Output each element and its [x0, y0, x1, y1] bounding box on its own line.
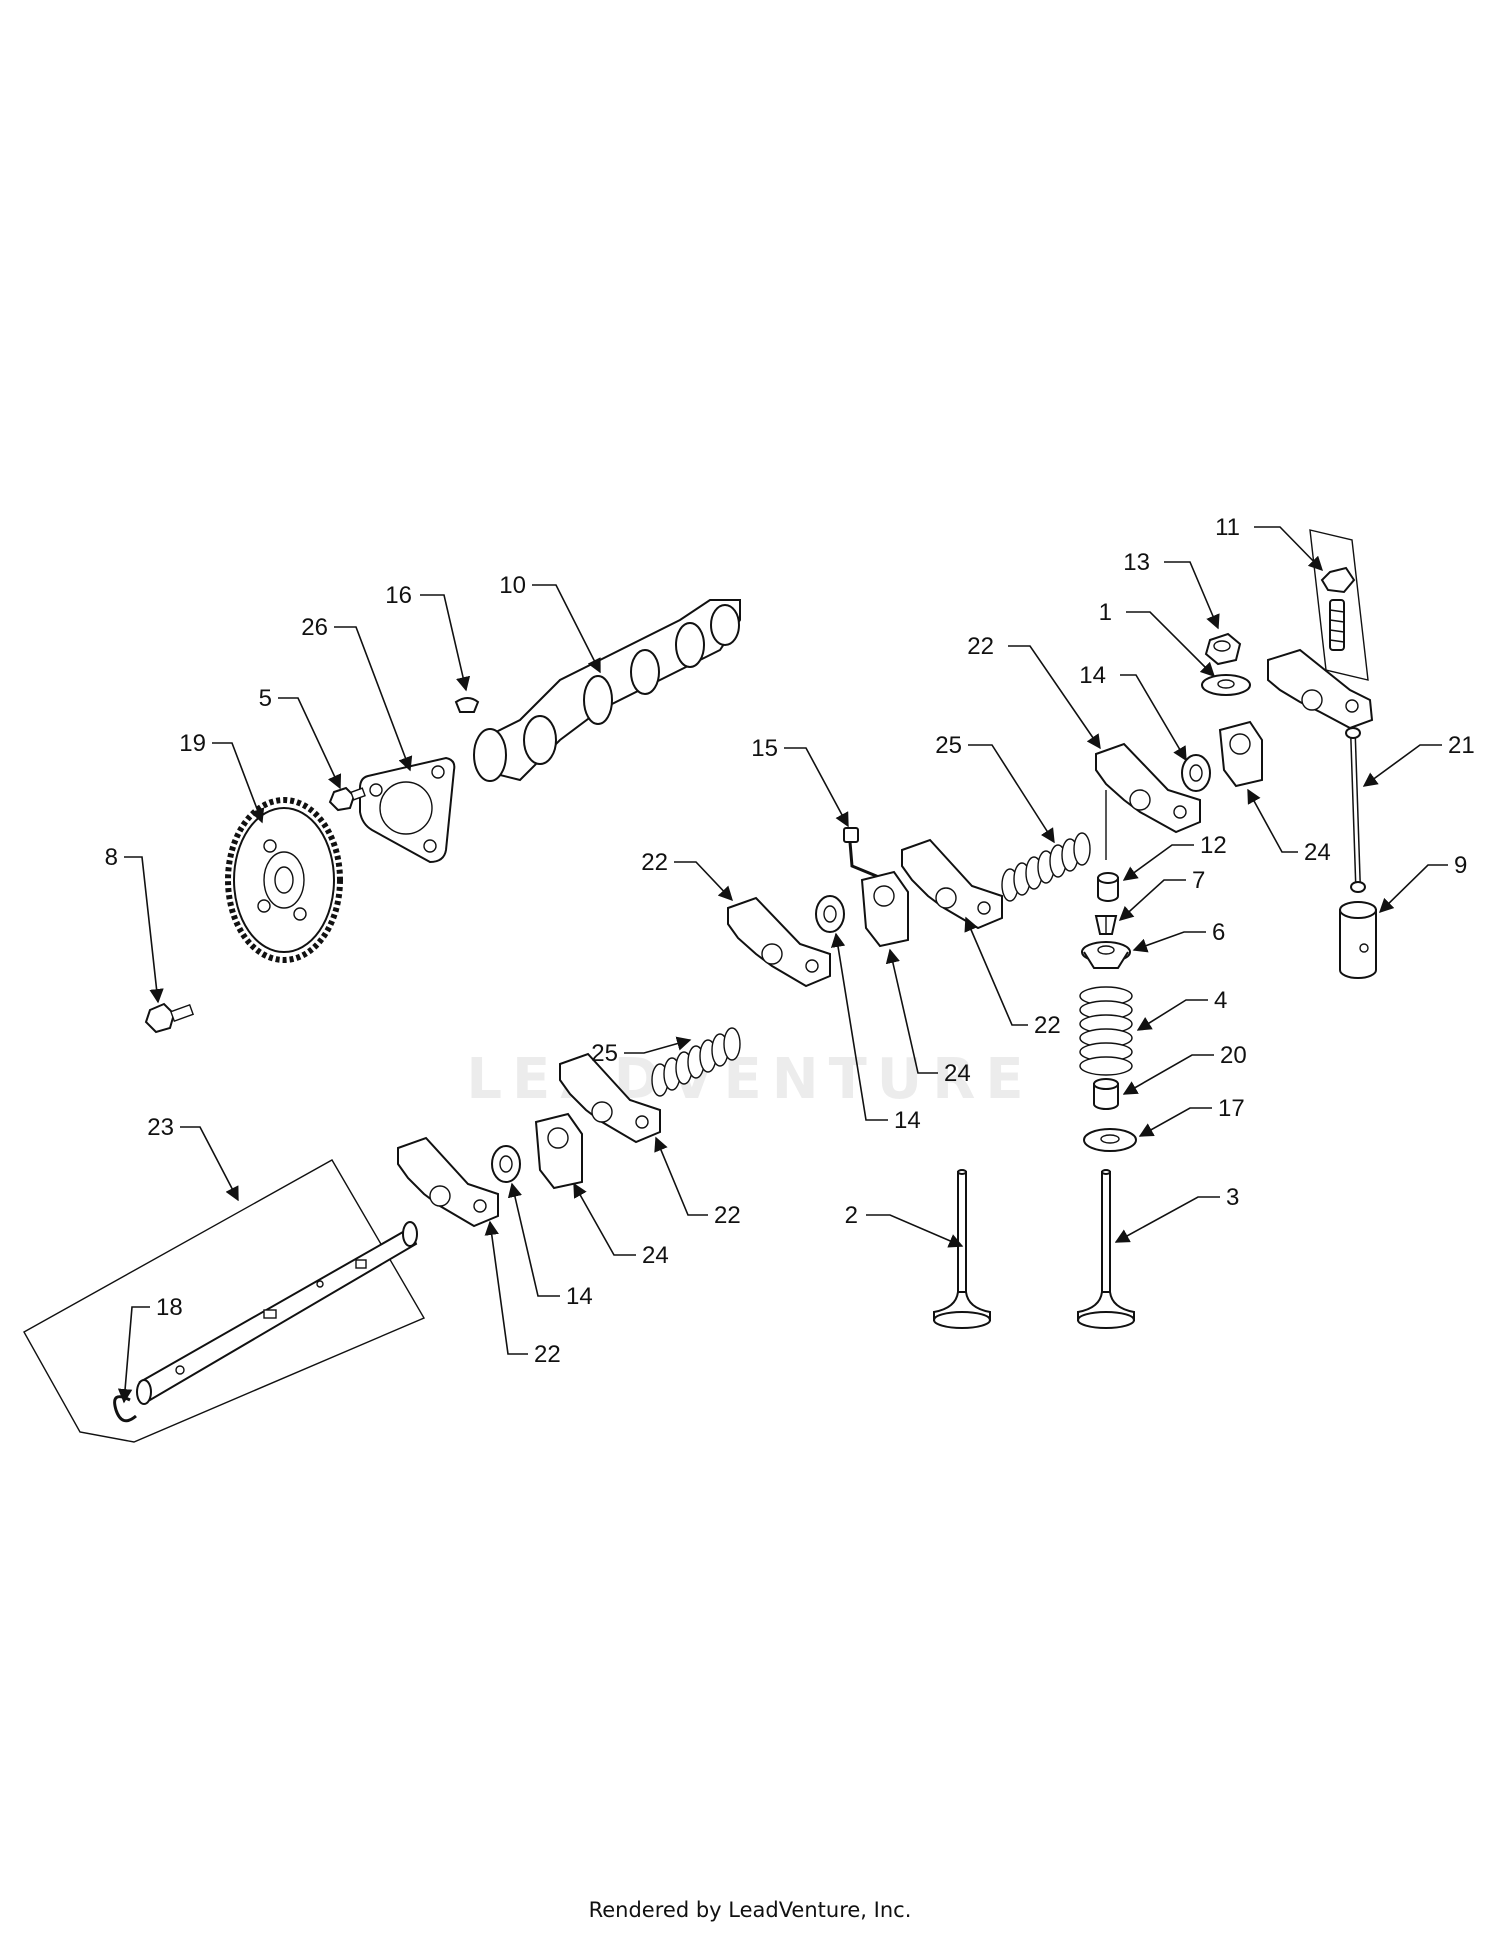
callout-17: 17 [1218, 1095, 1245, 1122]
part-24-rocker-support-top [1218, 720, 1263, 788]
part-9-tappet [1339, 901, 1377, 979]
callout-14-middle: 14 [894, 1107, 921, 1134]
part-22-rocker-arm-middle-right [901, 838, 1003, 930]
callout-11: 11 [1215, 514, 1240, 541]
footer-credit: Rendered by LeadVenture, Inc. [588, 1898, 912, 1922]
callout-22-lower-left: 22 [534, 1341, 561, 1368]
part-7-collet [1094, 915, 1118, 935]
part-13-nut [1204, 632, 1242, 666]
part-11-adjuster-kit [1309, 529, 1369, 681]
part-1-washer [1201, 674, 1251, 696]
callout-14-top: 14 [1079, 662, 1106, 689]
callout-26: 26 [301, 614, 328, 641]
part-12-valve-cap [1097, 872, 1119, 902]
part-19-cam-gear [225, 797, 343, 963]
part-22-rocker-arm-lower-right [559, 1052, 661, 1144]
callout-7: 7 [1192, 867, 1205, 894]
callout-22-middle-right: 22 [1034, 1012, 1061, 1039]
callout-24-lower: 24 [642, 1242, 669, 1269]
callout-22-lower-right: 22 [714, 1202, 741, 1229]
callout-12: 12 [1200, 832, 1227, 859]
part-24-rocker-support-middle [860, 870, 909, 948]
callout-labels: 11 13 1 14 22 21 24 12 7 9 6 4 20 17 3 2… [105, 514, 1475, 1368]
callout-24-middle: 24 [944, 1060, 971, 1087]
part-22-rocker-arm-top [1095, 742, 1201, 860]
callout-22-middle-left: 22 [641, 849, 668, 876]
part-18-circlip [113, 1395, 137, 1423]
part-23-rocker-shaft-assembly [23, 1159, 426, 1443]
part-25-spring-lower [651, 1027, 741, 1097]
leader-lines [117, 526, 1448, 1404]
callout-22-top: 22 [967, 633, 994, 660]
callout-10: 10 [499, 572, 526, 599]
callout-24-top: 24 [1304, 839, 1331, 866]
part-21-push-rod [1345, 727, 1366, 893]
callout-19: 19 [179, 730, 206, 757]
rocker-arm-top-right [1267, 648, 1374, 730]
callout-18: 18 [156, 1294, 183, 1321]
callout-8: 8 [105, 844, 118, 871]
callout-9: 9 [1454, 852, 1467, 879]
part-26-thrust-plate [359, 756, 456, 864]
callout-2: 2 [845, 1202, 858, 1229]
part-24-rocker-support-lower [534, 1112, 583, 1190]
part-14-washer-lower [491, 1145, 521, 1183]
part-8-bolt [144, 1002, 195, 1034]
callout-3: 3 [1226, 1184, 1239, 1211]
callout-5: 5 [259, 685, 272, 712]
part-22-rocker-arm-lower-left [397, 1136, 499, 1228]
part-10-camshaft [473, 599, 741, 782]
callout-16: 16 [385, 582, 412, 609]
callout-23: 23 [147, 1114, 174, 1141]
callout-1: 1 [1099, 599, 1112, 626]
part-6-spring-retainer [1081, 941, 1131, 969]
callout-14-lower: 14 [566, 1283, 593, 1310]
part-3-valve-exhaust [1077, 1169, 1135, 1329]
part-2-valve-intake [933, 1169, 991, 1329]
callout-25-top: 25 [935, 732, 962, 759]
part-20-stem-seal [1093, 1078, 1119, 1110]
callout-25-lower: 25 [591, 1040, 618, 1067]
callout-15: 15 [751, 735, 778, 762]
part-22-rocker-arm-middle-left [727, 896, 831, 988]
callout-13: 13 [1123, 549, 1150, 576]
callout-4: 4 [1214, 987, 1227, 1014]
callout-6: 6 [1212, 919, 1225, 946]
part-16-woodruff-key [454, 697, 480, 713]
part-14-washer-middle [815, 895, 845, 933]
part-4-valve-spring [1079, 986, 1133, 1076]
part-14-washer-top [1181, 754, 1211, 792]
part-25-spring-upper [1001, 832, 1091, 902]
part-17-washer [1083, 1128, 1137, 1152]
callout-20: 20 [1220, 1042, 1247, 1069]
part-5-bolt [328, 786, 366, 812]
callout-21: 21 [1448, 732, 1475, 759]
